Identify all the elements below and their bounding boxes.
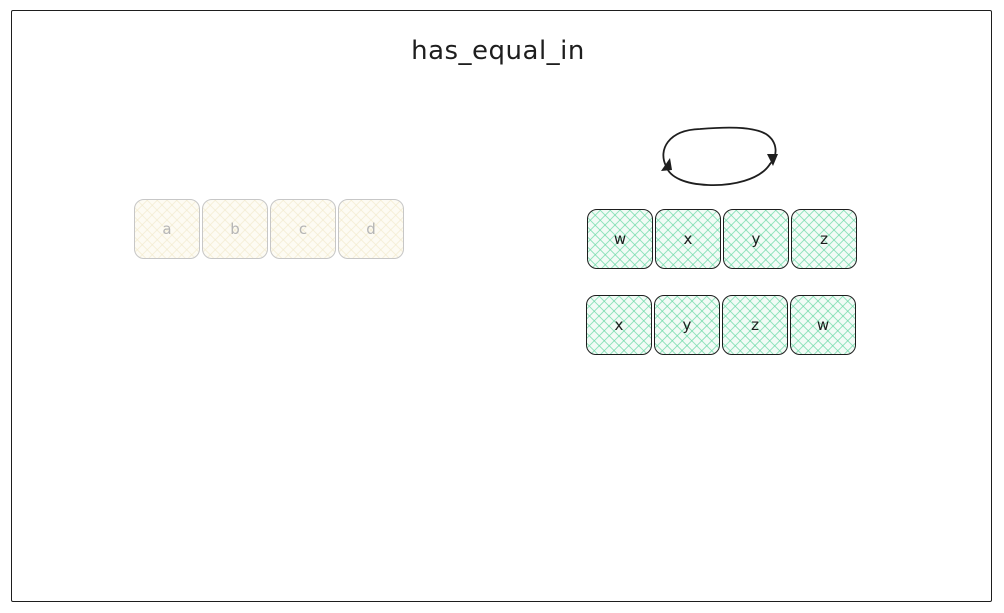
input-row: a b c d [134,199,404,259]
bottom-cell-w: w [790,295,856,355]
input-cell-b: b [202,199,268,259]
top-cell-x: x [655,209,721,269]
rotation-cycle-arrow-icon [661,126,778,186]
bottom-cell-x: x [586,295,652,355]
bottom-cell-z: z [722,295,788,355]
rotation-row-top: w x y z [587,209,857,269]
input-cell-c: c [270,199,336,259]
rotation-row-bottom: x y z w [586,295,856,355]
bottom-cell-y: y [654,295,720,355]
diagram-title: has_equal_in [411,36,585,66]
top-cell-y: y [723,209,789,269]
diagram-frame [11,10,992,602]
top-cell-w: w [587,209,653,269]
top-cell-z: z [791,209,857,269]
input-cell-d: d [338,199,404,259]
input-cell-a: a [134,199,200,259]
